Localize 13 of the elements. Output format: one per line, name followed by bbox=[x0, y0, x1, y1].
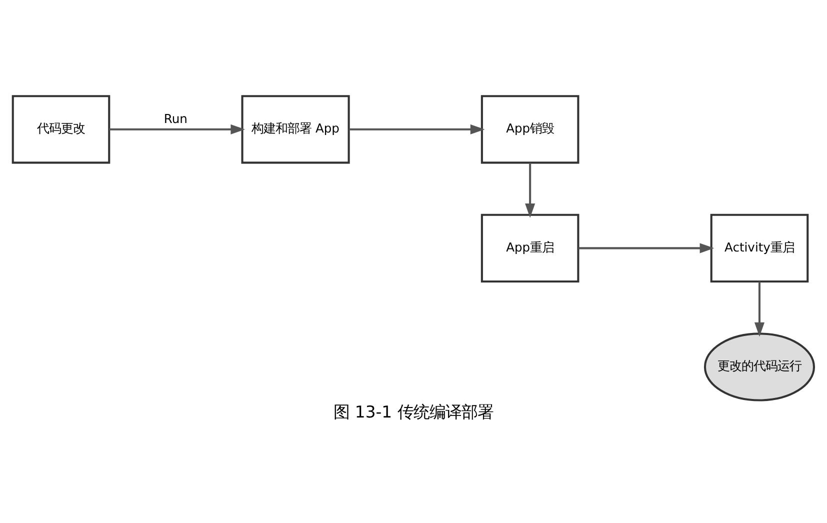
arrow bbox=[349, 124, 485, 134]
arrow bbox=[578, 243, 714, 254]
node-box: 构建和部署 App bbox=[241, 95, 350, 164]
edge-label: Run bbox=[164, 112, 188, 126]
caption: 图 13-1 传统编译部署 bbox=[334, 402, 494, 422]
arrow bbox=[525, 162, 536, 218]
arrow bbox=[754, 282, 765, 337]
node-ellipse: 更改的代码运行 bbox=[704, 332, 816, 402]
arrow bbox=[109, 124, 246, 134]
node-box: App销毁 bbox=[480, 95, 580, 164]
node-box: Activity重启 bbox=[710, 214, 809, 282]
node-box: 代码更改 bbox=[12, 95, 110, 164]
node-box: App重启 bbox=[480, 214, 580, 282]
